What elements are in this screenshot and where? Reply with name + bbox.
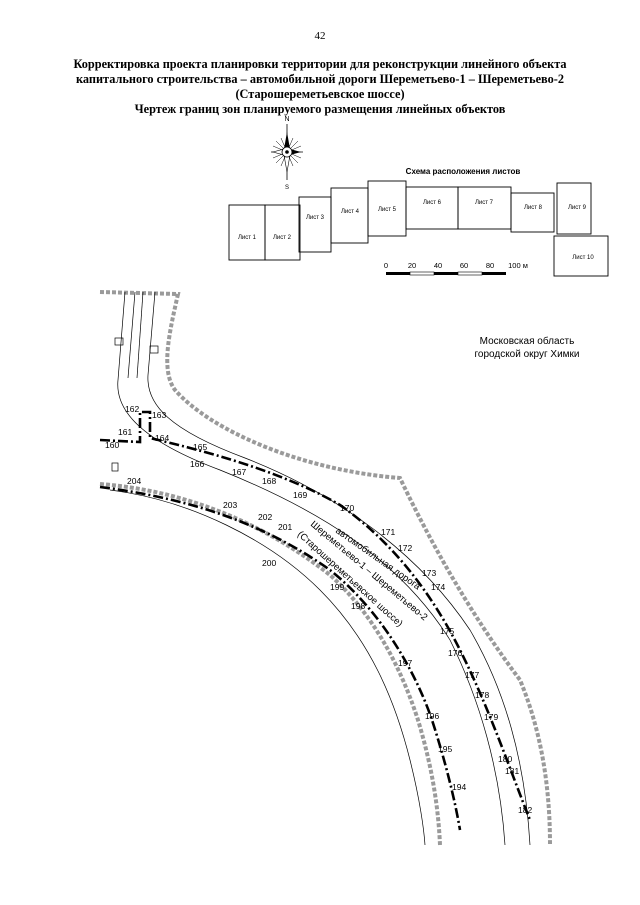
scale-label: 100 м [508, 261, 528, 270]
scale-label: 80 [486, 261, 494, 270]
sheet-label: Лист 9 [568, 205, 587, 211]
sheet-scheme-title: Схема расположения листов [406, 167, 521, 176]
sheet-label: Лист 3 [306, 215, 325, 221]
point-number: 178 [475, 690, 489, 700]
title-line: Корректировка проекта планировки террито… [73, 57, 567, 71]
scale-label: 60 [460, 261, 468, 270]
point-number: 172 [398, 543, 412, 553]
sheet-label: Лист 5 [378, 207, 397, 213]
point-number: 201 [278, 522, 292, 532]
title-line: Чертеж границ зон планируемого размещени… [134, 102, 506, 116]
sheet-label: Лист 2 [273, 235, 292, 241]
point-number: 163 [152, 410, 166, 420]
svg-text:городской округ Химки: городской округ Химки [474, 349, 579, 360]
point-number: 198 [351, 601, 365, 611]
scale-bar: 0 20 40 60 80 100 м [384, 261, 528, 276]
scale-label: 20 [408, 261, 416, 270]
point-number: 168 [262, 476, 276, 486]
point-number: 160 [105, 440, 119, 450]
point-number: 177 [465, 670, 479, 680]
page-number: 42 [314, 30, 326, 42]
point-number: 202 [258, 512, 272, 522]
compass-rose-icon: N S [271, 116, 303, 191]
point-number: 169 [293, 490, 307, 500]
sheet-layout-scheme: Схема расположения листов Лист 1 Лист 2 … [228, 167, 609, 277]
point-number: 166 [190, 459, 204, 469]
point-numbers-south: 194 195 196 197 198 199 200 201 202 203 … [127, 476, 466, 792]
point-number: 200 [262, 558, 276, 568]
sheet-label: Лист 10 [572, 255, 594, 261]
point-number: 199 [330, 582, 344, 592]
point-number: 176 [448, 648, 462, 658]
point-number: 197 [398, 658, 412, 668]
point-number: 179 [484, 712, 498, 722]
point-number: 175 [440, 626, 454, 636]
point-numbers-north: 160 161 162 163 164 165 166 167 168 169 … [105, 404, 532, 815]
scale-label: 40 [434, 261, 442, 270]
point-number: 180 [498, 754, 512, 764]
point-number: 165 [193, 442, 207, 452]
title-line: (Старошереметьевское шоссе) [235, 87, 405, 101]
point-number: 181 [505, 766, 519, 776]
scale-label: 0 [384, 261, 388, 270]
sheet-label: Лист 8 [524, 205, 543, 211]
sheet-label: Лист 4 [341, 209, 360, 215]
compass-north-label: N [284, 116, 289, 123]
point-number: 171 [381, 527, 395, 537]
point-number: 203 [223, 500, 237, 510]
title-line: капитального строительства – автомобильн… [76, 72, 564, 86]
planned-zone-line [99, 410, 532, 831]
region-label: Московская область городской округ Химки [474, 335, 579, 360]
point-number: 174 [431, 582, 445, 592]
point-number: 164 [155, 433, 169, 443]
sheet-label: Лист 1 [238, 235, 257, 241]
drawing-title: Корректировка проекта планировки террито… [40, 57, 600, 117]
zone-boundary [99, 290, 552, 846]
point-number: 204 [127, 476, 141, 486]
point-number: 194 [452, 782, 466, 792]
point-number: 161 [118, 427, 132, 437]
svg-text:Московская область: Московская область [480, 335, 575, 347]
point-number: 162 [125, 404, 139, 414]
point-number: 170 [340, 503, 354, 513]
compass-south-label: S [285, 185, 289, 191]
point-number: 167 [232, 467, 246, 477]
sheet-label: Лист 6 [423, 200, 442, 206]
road-edges [109, 291, 531, 846]
point-number: 196 [425, 711, 439, 721]
point-number: 182 [518, 805, 532, 815]
point-number: 195 [438, 744, 452, 754]
point-number: 173 [422, 568, 436, 578]
sheet-label: Лист 7 [475, 200, 494, 206]
